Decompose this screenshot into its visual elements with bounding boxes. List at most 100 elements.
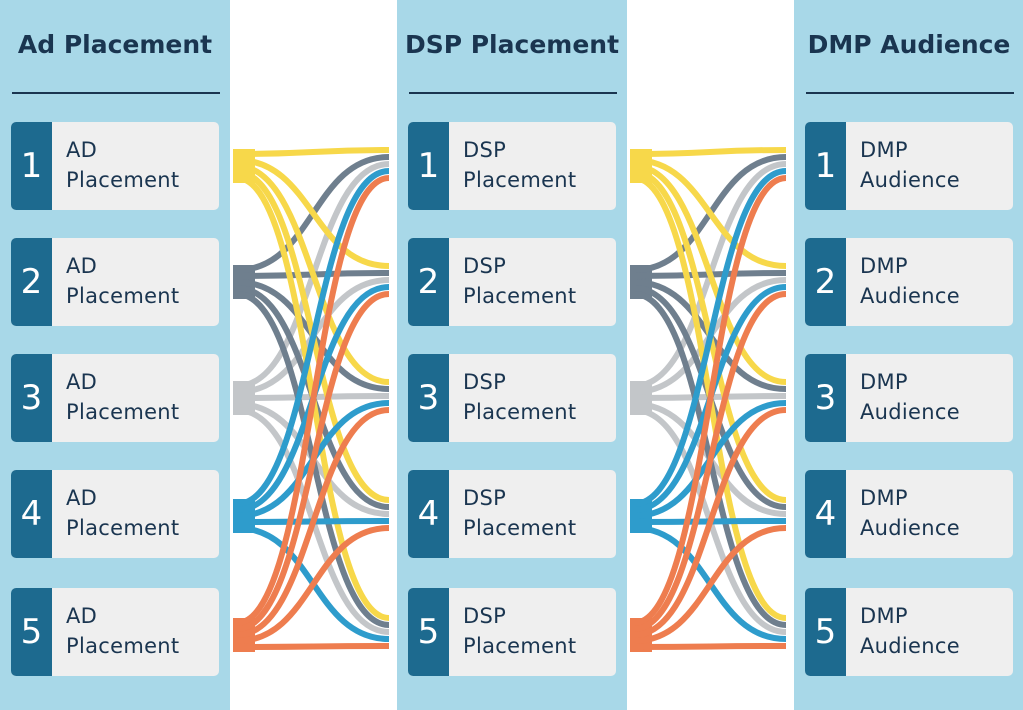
- node-number: 5: [805, 588, 846, 676]
- column-title: DSP Placement: [404, 30, 620, 59]
- node-label: DMP Audience: [860, 601, 1010, 661]
- node-number: 5: [408, 588, 449, 676]
- flow-ribbon: [633, 147, 787, 157]
- node-label: AD Placement: [66, 367, 216, 427]
- node-number: 3: [805, 354, 846, 442]
- node-label: DMP Audience: [860, 483, 1010, 543]
- column-dsp-placement: DSP Placement 1 DSP Placement 2 DSP Placem…: [397, 0, 627, 710]
- node-label-line1: DSP: [463, 486, 507, 510]
- node-label: AD Placement: [66, 251, 216, 311]
- node-label-line2: Audience: [860, 284, 960, 308]
- node-dmp-audience-5[interactable]: 5 DMP Audience: [805, 588, 1013, 676]
- column-dmp-audience: DMP Audience 1 DMP Audience 2 DMP Audience…: [794, 0, 1023, 710]
- node-label-line2: Audience: [860, 516, 960, 540]
- node-label-line1: AD: [66, 486, 98, 510]
- node-dmp-audience-2[interactable]: 2 DMP Audience: [805, 238, 1013, 326]
- node-label-line2: Placement: [463, 516, 577, 540]
- node-ad-placement-2[interactable]: 2 AD Placement: [11, 238, 219, 326]
- node-label-line1: DSP: [463, 604, 507, 628]
- flow-ribbon: [236, 163, 390, 385]
- node-label-line2: Audience: [860, 168, 960, 192]
- node-label-line2: Audience: [860, 634, 960, 658]
- node-label-line2: Placement: [66, 400, 180, 424]
- flow-ribbon: [633, 407, 787, 638]
- flow-ribbon: [633, 291, 787, 632]
- node-number: 3: [11, 354, 52, 442]
- node-label-line1: DMP: [860, 138, 908, 162]
- flow-ribbon: [633, 643, 787, 650]
- column-title: Ad Placement: [17, 30, 213, 59]
- flows-ad-to-dsp: [233, 0, 393, 710]
- flow-ribbon: [633, 168, 787, 507]
- node-label: DSP Placement: [463, 367, 613, 427]
- flow-ribbon: [633, 157, 787, 269]
- node-dsp-placement-4[interactable]: 4 DSP Placement: [408, 470, 616, 558]
- node-label-line2: Placement: [66, 168, 180, 192]
- flow-ribbon: [236, 525, 390, 644]
- node-dsp-placement-1[interactable]: 1 DSP Placement: [408, 122, 616, 210]
- node-label-line2: Placement: [66, 284, 180, 308]
- flow-ribbon: [633, 163, 787, 385]
- node-label-line1: AD: [66, 604, 98, 628]
- node-label-line1: DSP: [463, 138, 507, 162]
- node-number: 1: [11, 122, 52, 210]
- node-dmp-audience-3[interactable]: 3 DMP Audience: [805, 354, 1013, 442]
- node-label-line2: Placement: [463, 284, 577, 308]
- node-dmp-audience-1[interactable]: 1 DMP Audience: [805, 122, 1013, 210]
- node-label-line2: Placement: [66, 634, 180, 658]
- node-label-line2: Placement: [463, 634, 577, 658]
- node-label: AD Placement: [66, 601, 216, 661]
- flow-ribbon: [633, 525, 787, 644]
- node-ad-placement-3[interactable]: 3 AD Placement: [11, 354, 219, 442]
- node-label-line2: Placement: [463, 168, 577, 192]
- node-label: AD Placement: [66, 135, 216, 195]
- node-label-line1: DSP: [463, 370, 507, 394]
- node-dsp-placement-5[interactable]: 5 DSP Placement: [408, 588, 616, 676]
- node-label: DSP Placement: [463, 251, 613, 311]
- node-label: DMP Audience: [860, 251, 1010, 311]
- column-title: DMP Audience: [807, 30, 1011, 59]
- flows-dsp-to-dmp: [630, 0, 790, 710]
- node-number: 4: [805, 470, 846, 558]
- node-label-line2: Audience: [860, 400, 960, 424]
- title-divider: [12, 92, 220, 94]
- flow-ribbon: [236, 407, 390, 638]
- node-dsp-placement-2[interactable]: 2 DSP Placement: [408, 238, 616, 326]
- node-label-line1: DMP: [860, 254, 908, 278]
- node-label-line2: Placement: [463, 400, 577, 424]
- node-number: 4: [408, 470, 449, 558]
- node-ad-placement-1[interactable]: 1 AD Placement: [11, 122, 219, 210]
- flow-ribbon: [236, 643, 390, 650]
- node-label: AD Placement: [66, 483, 216, 543]
- node-label: DSP Placement: [463, 601, 613, 661]
- flow-ribbon: [236, 147, 390, 157]
- node-number: 1: [805, 122, 846, 210]
- node-number: 2: [408, 238, 449, 326]
- node-number: 3: [408, 354, 449, 442]
- flow-lines: [630, 147, 787, 652]
- title-divider: [806, 92, 1014, 94]
- flow-ribbon: [236, 291, 390, 632]
- node-label: DMP Audience: [860, 135, 1010, 195]
- node-number: 2: [805, 238, 846, 326]
- node-label-line1: DMP: [860, 486, 908, 510]
- node-label-line2: Placement: [66, 516, 180, 540]
- flow-ribbon: [236, 157, 390, 269]
- node-dsp-placement-3[interactable]: 3 DSP Placement: [408, 354, 616, 442]
- node-label-line1: DSP: [463, 254, 507, 278]
- node-label: DMP Audience: [860, 367, 1010, 427]
- flow-ribbon: [633, 175, 787, 626]
- node-number: 2: [11, 238, 52, 326]
- node-dmp-audience-4[interactable]: 4 DMP Audience: [805, 470, 1013, 558]
- node-label: DSP Placement: [463, 135, 613, 195]
- flow-ribbon: [236, 175, 390, 626]
- node-label-line1: AD: [66, 138, 98, 162]
- node-label-line1: AD: [66, 370, 98, 394]
- flow-lines: [233, 147, 390, 652]
- node-label-line1: DMP: [860, 370, 908, 394]
- node-label-line1: DMP: [860, 604, 908, 628]
- node-number: 1: [408, 122, 449, 210]
- node-label-line1: AD: [66, 254, 98, 278]
